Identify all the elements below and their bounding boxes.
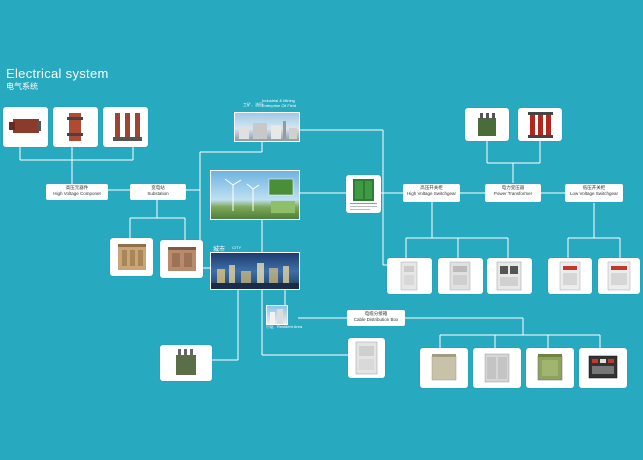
factory-icon <box>239 121 297 139</box>
cable-box-card-1 <box>420 348 468 388</box>
page-subtitle: 电气系统 <box>6 82 38 91</box>
cabinet-icon <box>400 261 418 291</box>
cabinet-icon <box>449 261 471 291</box>
industrial-caption-en: Industrial & Mining Enterprise Oil Field <box>262 98 297 108</box>
cable-box-card-3 <box>526 348 574 388</box>
substation-label: 变电站 Substation <box>130 184 186 200</box>
oil-transformer-icon <box>478 113 496 136</box>
hv-switchgear-label: 高压开关柜 High Voltage Switchgear <box>403 184 460 202</box>
bottom-cabinet-card <box>348 338 385 378</box>
substation-card-1 <box>110 238 153 276</box>
cable-box-icon <box>431 354 457 381</box>
city-caption-en: CITY <box>232 245 242 250</box>
wind-farm-photo <box>210 170 300 220</box>
ring-main-unit-icon <box>350 179 377 210</box>
cabinet-icon <box>496 261 522 291</box>
box-substation-icon <box>168 247 196 271</box>
cable-box-icon <box>484 353 510 383</box>
skyline-icon <box>211 263 299 289</box>
hv-component-card-2 <box>53 107 98 147</box>
cable-box-icon <box>537 354 563 381</box>
power-transformer-label: 电力变压器 Power Transformer <box>485 184 541 202</box>
city-photo <box>210 252 300 290</box>
hv-component-card-1 <box>3 107 48 147</box>
hv-cabinet-card-1 <box>387 258 432 294</box>
cable-box-label: 电缆分接箱 Cable Distribution Box <box>347 310 405 326</box>
wind-turbine-icon <box>224 178 295 213</box>
cabinet-icon <box>607 261 631 291</box>
hv-component-card-3 <box>103 107 148 147</box>
resident-caption-cn: 小区 <box>266 324 274 329</box>
switch-icon <box>67 113 83 141</box>
oil-transformer-icon <box>176 349 196 375</box>
breaker-icon <box>9 119 41 133</box>
hv-component-label: 高压元器件 High Voltage Componet <box>46 184 108 200</box>
ring-main-unit-card <box>346 175 381 213</box>
control-panel-icon <box>588 355 618 379</box>
resident-caption-en: Resident Area <box>277 324 303 329</box>
cabinet-icon <box>559 261 581 291</box>
building-icon <box>270 309 283 324</box>
dry-transformer-icon <box>528 112 553 138</box>
lv-cabinet-card-1 <box>548 258 592 294</box>
cable-box-card-2 <box>473 348 521 388</box>
hv-cabinet-card-2 <box>438 258 483 294</box>
industrial-caption-cn: 工矿、油田 <box>243 102 263 107</box>
insulator-icon <box>113 113 142 141</box>
lv-cabinet-card-2 <box>598 258 640 294</box>
transformer-card-1 <box>465 108 509 141</box>
industrial-photo <box>234 112 300 142</box>
city-caption-cn: 城市 <box>213 247 226 253</box>
page-title: Electrical system <box>6 66 109 81</box>
resident-area-photo <box>266 305 288 325</box>
cabinet-icon <box>355 341 378 375</box>
lv-switchgear-label: 低压开关柜 Low Voltage Switchgear <box>565 184 623 202</box>
prefab-substation-icon <box>118 244 146 270</box>
hv-cabinet-card-3 <box>487 258 532 294</box>
cable-box-card-4 <box>579 348 627 388</box>
transformer-card-2 <box>518 108 562 141</box>
bottom-transformer-card <box>160 345 212 381</box>
substation-card-2 <box>160 240 203 278</box>
